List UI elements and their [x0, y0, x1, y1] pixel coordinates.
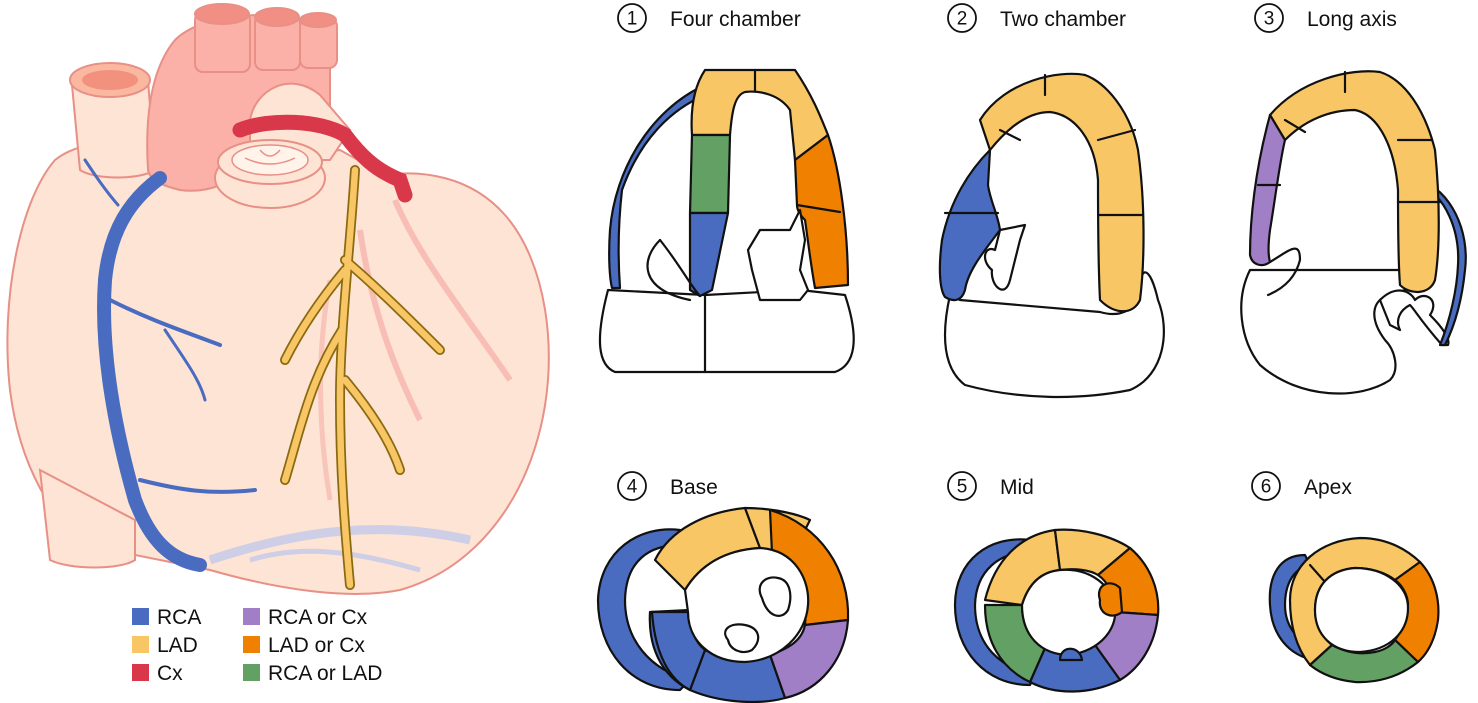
long-axis-septum [1248, 113, 1287, 267]
view-number-circle [617, 471, 647, 501]
four-chamber-apex-lad [690, 68, 830, 162]
legend-item: Cx [132, 662, 183, 685]
legend-item: RCA [132, 606, 201, 629]
four-chamber-septum-base [688, 211, 730, 298]
view-titles: 1 Four chamber 2 Two chamber 3 Long axis 4 Base… [617, 3, 1397, 501]
two-chamber-inferior-wall [938, 148, 1002, 302]
view-title-text: Two chamber [1000, 8, 1126, 31]
inferior-vena-cava [38, 468, 136, 569]
view-number-circle [947, 471, 977, 501]
view-title-text: Long axis [1307, 8, 1397, 31]
view-four-chamber [598, 68, 855, 374]
view-title-3: 3 Long axis [1254, 3, 1397, 33]
base-rv [596, 528, 692, 692]
view-two-chamber [938, 72, 1165, 399]
legend-item: LAD [132, 634, 198, 657]
legend-item: LAD or Cx [243, 634, 365, 657]
long-axis-aortic-root [1378, 289, 1450, 347]
view-base [596, 506, 850, 703]
four-chamber-septum-mid [688, 133, 732, 215]
cx-artery [232, 114, 413, 203]
long-axis-apex-lad [1268, 70, 1440, 293]
base-segment-inferolateral [768, 618, 850, 700]
legend: RCA LAD Cx RCA or Cx LAD or Cx RCA or LAD [132, 606, 382, 685]
legend-label: RCA or Cx [268, 606, 368, 629]
apex-segment-inferior [1308, 638, 1420, 684]
view-long-axis [1240, 70, 1467, 395]
four-chamber-rv-wall [608, 83, 707, 290]
long-axis-ascending-aorta [1418, 178, 1467, 347]
view-number: 5 [957, 477, 968, 498]
mid-rv [953, 538, 1037, 687]
view-number: 1 [627, 9, 638, 30]
rca-artery [83, 158, 257, 572]
view-title-2: 2 Two chamber [947, 3, 1126, 33]
long-axis-atrium [1240, 268, 1422, 395]
legend-label: LAD [157, 634, 198, 657]
view-number-circle [617, 3, 647, 33]
view-number-circle [947, 3, 977, 33]
legend-swatch [132, 608, 149, 625]
view-title-1: 1 Four chamber [617, 3, 801, 33]
heart-illustration [6, 3, 550, 595]
view-number: 3 [1264, 9, 1275, 30]
view-title-text: Four chamber [670, 8, 801, 31]
two-chamber-anterior-wall [978, 72, 1145, 313]
view-title-5: 5 Mid [947, 471, 1034, 501]
legend-swatch [243, 664, 260, 681]
view-title-4: 4 Base [617, 471, 718, 501]
view-number: 6 [1261, 477, 1272, 498]
legend-swatch [243, 636, 260, 653]
four-chamber-atria [598, 288, 855, 374]
view-title-text: Base [670, 476, 718, 499]
view-number-circle [1251, 471, 1281, 501]
legend-label: Cx [157, 662, 183, 685]
view-number: 4 [627, 477, 638, 498]
legend-label: RCA or LAD [268, 662, 382, 685]
legend-item: RCA or LAD [243, 662, 382, 685]
view-number: 2 [957, 9, 968, 30]
view-mid [953, 528, 1160, 693]
legend-swatch [243, 608, 260, 625]
view-title-text: Mid [1000, 476, 1034, 499]
legend-label: LAD or Cx [268, 634, 365, 657]
legend-swatch [132, 664, 149, 681]
view-number-circle [1254, 3, 1284, 33]
view-title-6: 6 Apex [1251, 471, 1352, 501]
view-apex [1268, 536, 1440, 684]
legend-label: RCA [157, 606, 201, 629]
legend-item: RCA or Cx [243, 606, 368, 629]
view-title-text: Apex [1304, 476, 1352, 499]
legend-swatch [132, 636, 149, 653]
